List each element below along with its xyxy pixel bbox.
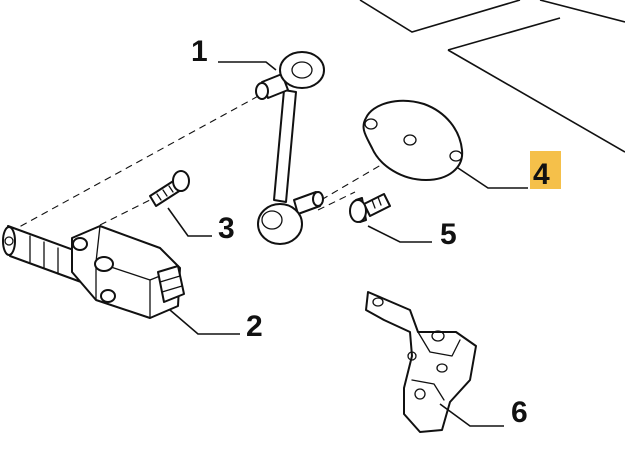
callout-4[interactable]: 4 <box>533 158 550 191</box>
bolt-part <box>349 193 391 223</box>
leader-4 <box>457 167 528 189</box>
leader-2 <box>169 309 240 335</box>
leader-6 <box>439 403 504 427</box>
callout-3[interactable]: 3 <box>218 212 235 245</box>
leader-lines <box>167 61 528 427</box>
callout-5[interactable]: 5 <box>440 218 457 251</box>
screw-part <box>149 170 190 207</box>
gasket-plate-part <box>362 99 464 181</box>
link-rod-part <box>255 51 325 245</box>
level-sensor-part <box>2 225 185 319</box>
callout-1[interactable]: 1 <box>191 35 208 68</box>
callout-2[interactable]: 2 <box>246 310 263 343</box>
leader-5 <box>367 225 432 243</box>
bracket-part <box>365 291 477 433</box>
callout-labels: 1 2 3 4 5 6 <box>191 35 550 429</box>
background-body-outline <box>359 0 625 153</box>
leader-1 <box>218 61 277 71</box>
leader-3 <box>167 207 212 237</box>
highlight-box <box>530 151 561 189</box>
callout-6[interactable]: 6 <box>511 396 528 429</box>
